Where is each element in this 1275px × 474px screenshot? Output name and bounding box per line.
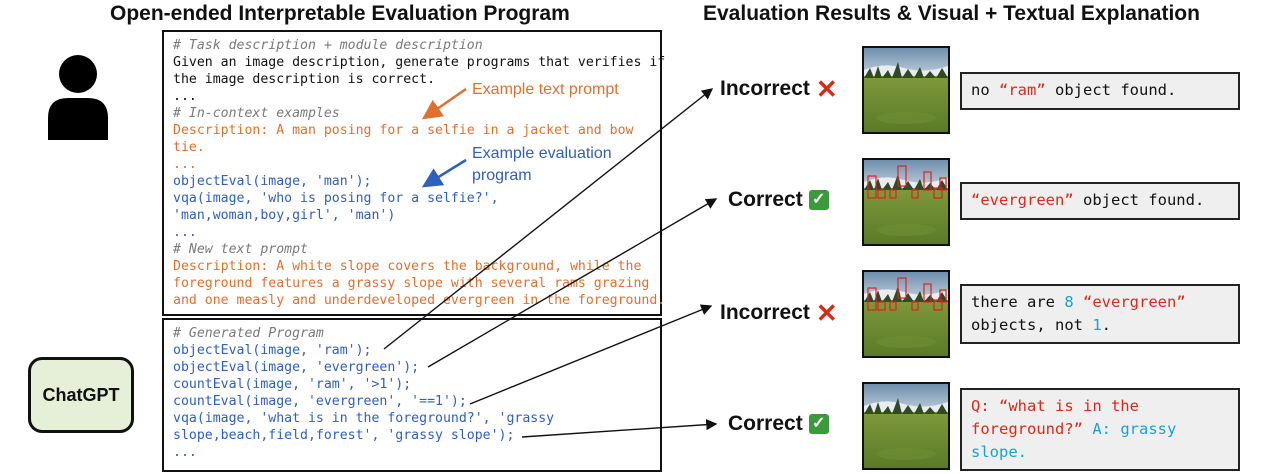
verdict-label: Correct	[728, 412, 803, 435]
prompt-code-line: # Task description + module description	[173, 38, 483, 53]
cross-icon: ✕	[815, 298, 838, 328]
program-code-line: # Generated Program	[173, 326, 324, 341]
chatgpt-box: ChatGPT	[28, 357, 134, 433]
prompt-code-line: Description: A man posing for a selfie i…	[173, 123, 634, 138]
prompt-code-line: objectEval(image, 'man');	[173, 174, 372, 189]
program-code-line: countEval(image, 'ram', '>1');	[173, 377, 412, 392]
program-arrow-1	[383, 88, 714, 350]
program-arrow-4	[521, 419, 718, 438]
annotation-arrow-orange	[421, 87, 467, 120]
chatgpt-label: ChatGPT	[42, 384, 120, 405]
prompt-code-line: the image description is correct.	[173, 72, 436, 87]
prompt-code-line: # In-context examples	[173, 106, 340, 121]
explanation-box-4: Q: “what is in the foreground?” A: grass…	[960, 388, 1240, 471]
explanation-text: .	[1101, 316, 1112, 334]
explanation-text	[1083, 420, 1092, 438]
result-image-3	[862, 270, 950, 358]
prompt-code-line: ...	[173, 225, 197, 240]
prompt-code-line: and one measly and underdeveloped evergr…	[173, 293, 666, 308]
prompt-code-line: vqa(image, 'who is posing for a selfie?'…	[173, 191, 499, 206]
annotation-text-prompt: Example text prompt	[472, 81, 619, 98]
annotation-eval-program-line1: Example evaluation	[472, 145, 612, 162]
explanation-text: Q: “what is in the foreground?”	[971, 397, 1139, 438]
explanation-text: object found.	[1073, 191, 1205, 209]
prompt-code-line: 'man,woman,boy,girl', 'man')	[173, 208, 396, 223]
program-code-line: objectEval(image, 'evergreen');	[173, 360, 420, 375]
verdict-label: Correct	[728, 188, 803, 211]
verdict-3: Incorrect✕	[720, 300, 838, 326]
prompt-code-line: tie.	[173, 140, 205, 155]
program-code-line: slope,beach,field,forest', 'grassy slope…	[173, 428, 515, 443]
explanation-box-3: there are 8 “evergreen” objects, not 1.	[960, 284, 1240, 344]
verdict-4: Correct✓	[728, 412, 829, 436]
program-code: # Generated Program objectEval(image, 'ra…	[173, 325, 554, 461]
verdict-label: Incorrect	[720, 77, 810, 100]
prompt-code-line: Description: A white slope covers the ba…	[173, 259, 642, 274]
explanation-text: 8	[1064, 293, 1074, 311]
explanation-text: objects, not	[971, 316, 1083, 334]
program-arrow-2	[427, 198, 718, 368]
prompt-code-line: Given an image description, generate pro…	[173, 55, 666, 70]
verdict-1: Incorrect✕	[720, 76, 838, 102]
explanation-text	[1074, 293, 1083, 311]
verdict-label: Incorrect	[720, 301, 810, 324]
left-heading: Open-ended Interpretable Evaluation Prog…	[110, 2, 570, 25]
explanation-text: A: grassy slope.	[971, 420, 1177, 461]
explanation-text: object found.	[1045, 81, 1177, 99]
checkmark-icon: ✓	[808, 414, 829, 434]
checkmark-icon: ✓	[808, 190, 829, 210]
cross-icon: ✕	[815, 74, 838, 104]
program-arrow-3	[469, 304, 713, 405]
prompt-code-line: ...	[173, 89, 197, 104]
program-box: # Generated Program objectEval(image, 'ra…	[162, 318, 662, 472]
explanation-text: “evergreen”	[1083, 293, 1186, 311]
explanation-text: “evergreen”	[971, 191, 1074, 209]
prompt-code-line: ...	[173, 157, 197, 172]
prompt-code-line: foreground features a grassy slope with …	[173, 276, 650, 291]
result-image-1	[862, 46, 950, 134]
explanation-text: no	[971, 81, 999, 99]
explanation-box-2: “evergreen” object found.	[960, 182, 1240, 220]
verdict-2: Correct✓	[728, 188, 829, 212]
prompt-code-line: # New text prompt	[173, 242, 308, 257]
annotation-arrow-blue	[421, 158, 467, 188]
explanation-box-1: no “ram” object found.	[960, 72, 1240, 110]
explanation-text: 1	[1092, 316, 1102, 334]
annotation-eval-program-line2: program	[472, 167, 532, 184]
person-icon	[48, 55, 108, 140]
program-code-line: objectEval(image, 'ram');	[173, 343, 372, 358]
program-code-line: ...	[173, 445, 197, 460]
explanation-text: “ram”	[999, 81, 1046, 99]
result-image-4	[862, 382, 950, 470]
right-heading: Evaluation Results & Visual + Textual Ex…	[703, 2, 1200, 25]
program-code-line: vqa(image, 'what is in the foreground?',…	[173, 411, 555, 426]
result-image-2	[862, 158, 950, 246]
explanation-text: there are	[971, 293, 1065, 311]
program-code-line: countEval(image, 'evergreen', '==1');	[173, 394, 467, 409]
